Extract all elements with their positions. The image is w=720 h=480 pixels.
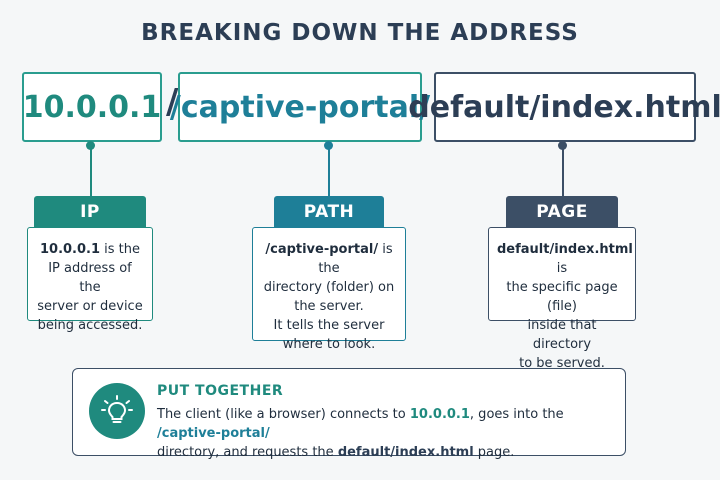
- address-path-box: /captive-portal/: [170, 72, 430, 142]
- address-ip-box: 10.0.0.1: [22, 72, 162, 142]
- lightbulb-icon: [89, 383, 145, 439]
- desc-ip-line4: being accessed.: [37, 318, 143, 333]
- description-path: /captive-portal/ is the directory (folde…: [252, 227, 406, 352]
- desc-ip-line2: IP address of the: [48, 261, 132, 295]
- desc-page-line1: is: [556, 261, 568, 276]
- description-ip: 10.0.0.1 is the IP address of the server…: [27, 227, 153, 333]
- summary-text: The client (like a browser) connects to …: [157, 405, 617, 462]
- desc-path-bold: /captive-portal/: [265, 242, 379, 257]
- summary-title: PUT TOGETHER: [157, 383, 284, 399]
- desc-path-line5: where to look.: [282, 337, 376, 352]
- description-page: default/index.html is the specific page …: [488, 227, 636, 371]
- connector-dot-ip: [86, 141, 95, 150]
- connector-path: [328, 146, 330, 196]
- address-page-box: default/index.html: [408, 72, 720, 142]
- summary-text-2: , goes into the: [469, 407, 564, 422]
- connector-dot-page: [558, 141, 567, 150]
- label-ip: IP: [34, 196, 146, 228]
- desc-ip-line1: is the: [100, 242, 141, 257]
- address-separator: /: [166, 82, 179, 122]
- connector-dot-path: [324, 141, 333, 150]
- summary-ip: 10.0.0.1: [409, 407, 470, 422]
- desc-page-line2: the specific page (file): [506, 280, 618, 314]
- summary-path: /captive-portal/: [157, 426, 270, 441]
- desc-path-line1: is the: [318, 242, 393, 276]
- desc-path-line3: the server.: [294, 299, 364, 314]
- desc-path-line2: directory (folder) on: [263, 280, 395, 295]
- connector-ip: [90, 146, 92, 196]
- page-title: BREAKING DOWN THE ADDRESS: [141, 20, 579, 46]
- label-path: PATH: [274, 196, 384, 228]
- summary-box: PUT TOGETHER The client (like a browser)…: [72, 368, 626, 460]
- desc-page-line3: inside that directory: [527, 318, 597, 352]
- summary-text-4: page.: [473, 445, 515, 460]
- summary-page: default/index.html: [337, 445, 474, 460]
- desc-path-line4: It tells the server: [273, 318, 385, 333]
- connector-page: [562, 146, 564, 196]
- desc-page-line4: to be served.: [519, 356, 605, 371]
- desc-ip-line3: server or device: [37, 299, 143, 314]
- desc-page-bold: default/index.html: [497, 242, 633, 257]
- summary-text-1: The client (like a browser) connects to: [157, 407, 410, 422]
- summary-text-3: directory, and requests the: [157, 445, 338, 460]
- desc-ip-bold: 10.0.0.1: [39, 242, 101, 257]
- label-page: PAGE: [506, 196, 618, 228]
